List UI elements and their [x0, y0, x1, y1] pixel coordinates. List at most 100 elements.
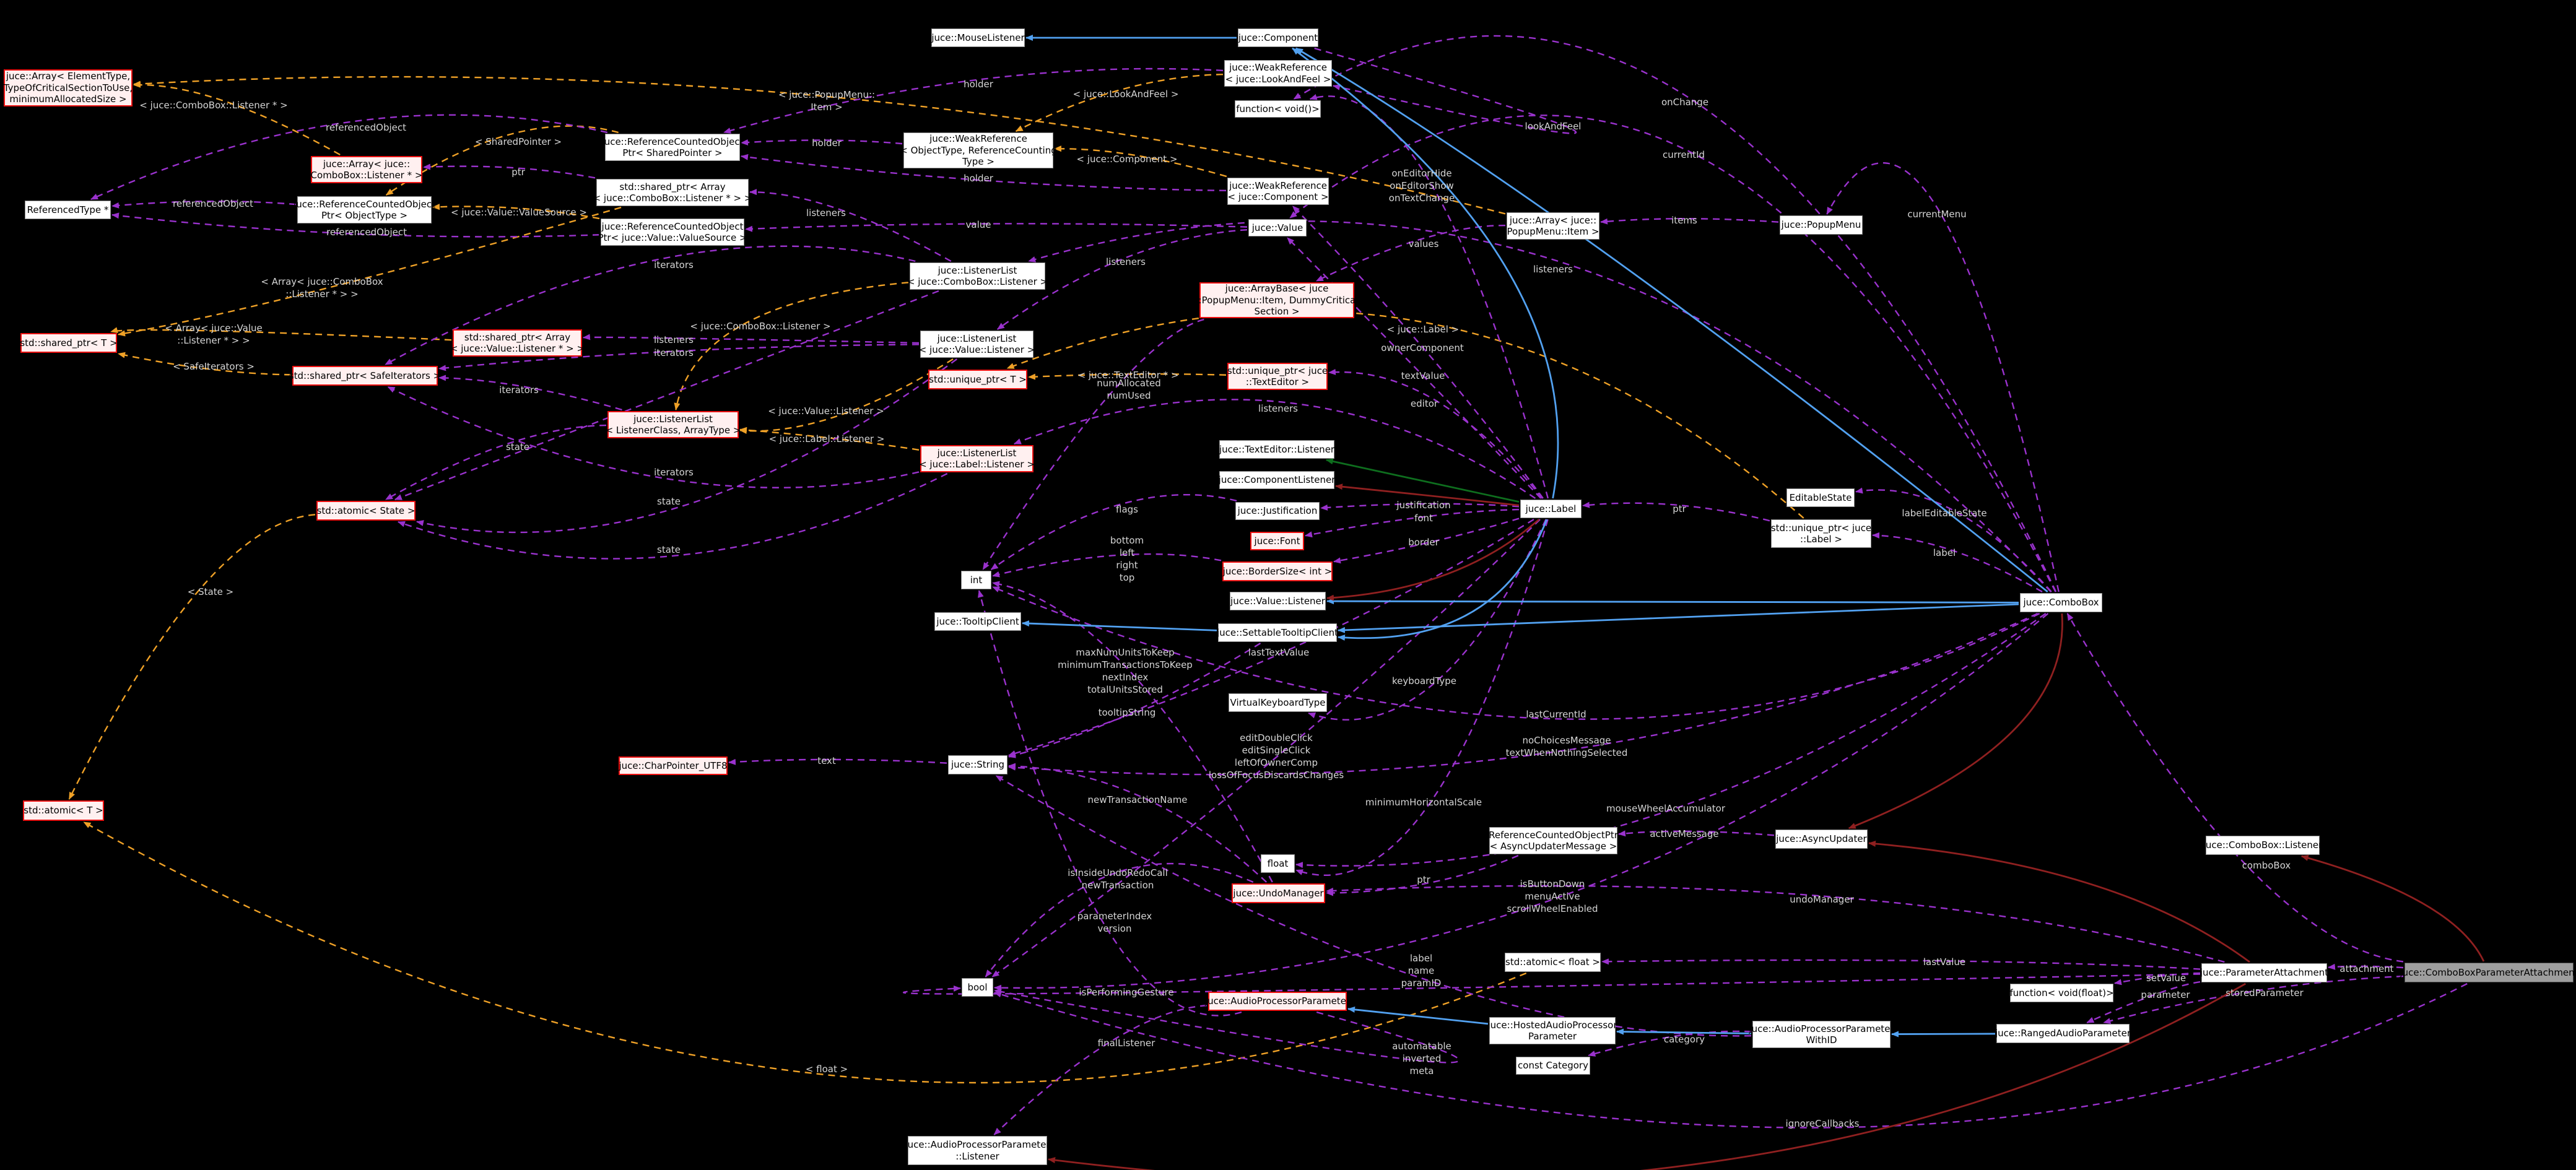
node-value[interactable]: juce::Value	[1248, 219, 1307, 236]
edge-wr-laf-to-wr-generic	[1015, 73, 1224, 132]
node-ll-cbl[interactable]: juce::ListenerList < juce::ComboBox::Lis…	[907, 262, 1048, 290]
edge-cbpa-to-ranged	[2103, 975, 2404, 1025]
edge-label-to-comp-listener	[1335, 483, 1520, 506]
node-ap-listener[interactable]: juce::AudioProcessorParameter ::Listener	[905, 1136, 1050, 1165]
edge-atomic-float-to-atomic-t	[83, 821, 1527, 1084]
node-undomanager[interactable]: juce::UndoManager	[1232, 883, 1325, 903]
node-sp-t[interactable]: std::shared_ptr< T >	[20, 333, 118, 353]
edge-ll-generic-to-sp-safeit	[438, 375, 622, 411]
node-asyncupdater[interactable]: juce::AsyncUpdater	[1775, 830, 1868, 849]
node-popupmenu[interactable]: juce::PopupMenu	[1780, 215, 1863, 235]
node-justification[interactable]: juce::Justification	[1235, 502, 1320, 520]
edge-arr-pmi-to-arr-elem	[133, 76, 1506, 215]
edge-value-to-rcop-vs	[745, 223, 1248, 232]
edge-label-to-justification	[1320, 503, 1520, 511]
node-arraybase[interactable]: juce::ArrayBase< juce ::PopupMenu::Item,…	[1195, 282, 1359, 318]
node-cb-listener[interactable]: juce::ComboBox::Listener	[2203, 836, 2322, 855]
node-sp-arr-vl[interactable]: std::shared_ptr< Array < juce::Value::Li…	[450, 329, 585, 357]
edge-combobox-to-asyncupdater	[1848, 613, 2063, 830]
node-cp-utf8[interactable]: juce::CharPointer_UTF8	[619, 756, 728, 775]
edge-cbpa-to-bool	[994, 982, 2468, 1129]
node-float[interactable]: float	[1261, 854, 1295, 873]
node-fn-void[interactable]: function< void()>	[1235, 100, 1321, 118]
node-mouselistener[interactable]: juce::MouseListener	[931, 28, 1025, 47]
node-ranged[interactable]: juce::RangedAudioParameter	[1995, 1024, 2131, 1043]
edge-label-to-settable	[1338, 519, 1548, 641]
edge-atomic-state-to-atomic-t	[68, 514, 316, 800]
node-arr-pmi[interactable]: juce::Array< juce:: PopupMenu::Item >	[1507, 212, 1599, 240]
node-bool[interactable]: bool	[962, 978, 993, 997]
node-settable[interactable]: juce::SettableTooltipClient	[1217, 623, 1338, 642]
node-label[interactable]: juce::Label	[1520, 500, 1582, 518]
node-string[interactable]: juce::String	[948, 755, 1007, 774]
node-te-listener[interactable]: juce::TextEditor::Listener	[1219, 440, 1334, 459]
node-wr-generic[interactable]: juce::WeakReference < ObjectType, Refere…	[900, 132, 1057, 168]
edge-withid-to-const-cat	[1588, 1030, 1752, 1057]
node-reftype[interactable]: ReferencedType *	[25, 201, 111, 219]
edge-combobox-to-float	[1295, 613, 2047, 869]
node-font[interactable]: juce::Font	[1250, 532, 1304, 550]
edge-wr-comp-to-rcop-shared	[741, 154, 1227, 192]
node-atomic-state[interactable]: std::atomic< State >	[316, 501, 416, 521]
edge-ll-cbl-to-sp-arr-cbl	[749, 189, 952, 262]
node-combobox[interactable]: juce::ComboBox	[2020, 593, 2102, 612]
node-tooltipclient[interactable]: juce::TooltipClient	[934, 612, 1021, 631]
node-ll-ll[interactable]: juce::ListenerList < juce::Label::Listen…	[919, 445, 1035, 472]
edge-sp-arr-cbl-to-sp-t	[118, 206, 622, 337]
edge-pattach-to-fn-float	[2114, 972, 2201, 986]
node-const-cat[interactable]: const Category	[1516, 1057, 1590, 1075]
node-value-listener[interactable]: juce::Value::Listener	[1230, 592, 1326, 610]
node-comp-listener[interactable]: juce::ComponentListener	[1219, 471, 1335, 489]
node-up-t[interactable]: std::unique_ptr< T >	[928, 370, 1027, 389]
edge-wr-generic-to-rcop-shared	[741, 139, 903, 145]
node-sp-safeit[interactable]: std::shared_ptr< SafeIterators >	[289, 366, 441, 386]
node-up-label[interactable]: std::unique_ptr< juce ::Label >	[1771, 519, 1871, 548]
node-atomic-t[interactable]: std::atomic< T >	[23, 800, 104, 821]
node-vkt[interactable]: VirtualKeyboardType	[1229, 693, 1327, 712]
node-ll-vl[interactable]: juce::ListenerList < juce::Value::Listen…	[919, 331, 1035, 358]
node-bordersize[interactable]: juce::BorderSize< int >	[1222, 561, 1333, 581]
node-editablestate[interactable]: EditableState	[1786, 488, 1855, 507]
node-withid[interactable]: juce::AudioProcessorParameter WithID	[1749, 1021, 1894, 1048]
node-up-te[interactable]: std::unique_ptr< juce ::TextEditor >	[1227, 363, 1328, 390]
edge-pattach-to-atomic-float	[1601, 958, 2201, 970]
edge-combobox-to-component	[1295, 47, 2048, 593]
edge-rcop-aum-to-undomanager	[1326, 854, 1519, 896]
node-component[interactable]: juce::Component	[1238, 28, 1318, 47]
edge-up-label-to-label	[1582, 501, 1770, 522]
node-sp-arr-cbl[interactable]: std::shared_ptr< Array < juce::ComboBox:…	[593, 179, 752, 206]
edge-label-to-value-listener	[1326, 518, 1540, 601]
node-atomic-float[interactable]: std::atomic< float >	[1505, 953, 1601, 972]
node-pattach[interactable]: juce::ParameterAttachment	[2200, 963, 2328, 982]
node-apparam[interactable]: juce::AudioProcessorParameter	[1205, 992, 1350, 1011]
node-int[interactable]: int	[961, 571, 991, 589]
node-rcop-vs[interactable]: juce::ReferenceCountedObject Ptr< juce::…	[598, 219, 747, 246]
edge-label-to-vkt	[1308, 519, 1547, 721]
edge-pattach-to-ranged	[2086, 981, 2201, 1024]
edge-ll-ll-to-ll-generic	[739, 427, 920, 451]
node-rcop-shared[interactable]: juce::ReferenceCountedObject Ptr< Shared…	[602, 134, 743, 161]
node-arr-cbl[interactable]: juce::Array< juce:: ComboBox::Listener *…	[311, 156, 422, 183]
edge-apparam-to-ap-listener	[993, 1005, 1208, 1135]
edge-combobox-to-fn-void	[1293, 35, 2057, 592]
node-wr-comp[interactable]: juce::WeakReference < juce::Component >	[1227, 178, 1329, 205]
node-arr-elem[interactable]: juce::Array< ElementType, TypeOfCritical…	[4, 69, 133, 106]
edge-label-to-ll-ll	[1013, 399, 1536, 499]
edge-bordersize-to-int	[992, 553, 1222, 578]
edge-wr-comp-to-wr-generic	[1054, 145, 1227, 178]
edge-sp-arr-cbl-to-arr-cbl	[423, 163, 596, 179]
edge-arr-cbl-to-arr-elem	[133, 81, 341, 156]
node-ll-generic[interactable]: juce::ListenerList < ListenerClass, Arra…	[606, 411, 741, 438]
edge-combobox-to-string	[1008, 612, 2039, 776]
edge-settable-to-string	[1008, 642, 1261, 758]
node-fn-float[interactable]: function< void(float)>	[2009, 984, 2114, 1002]
node-hosted[interactable]: juce::HostedAudioProcessor Parameter	[1487, 1017, 1617, 1044]
node-rcop-aum[interactable]: ReferenceCountedObjectPtr < AsyncUpdater…	[1489, 827, 1618, 854]
node-wr-laf[interactable]: juce::WeakReference < juce::LookAndFeel …	[1224, 60, 1332, 87]
node-rcop-obj[interactable]: juce::ReferenceCountedObject Ptr< Object…	[294, 196, 435, 223]
edge-label-to-te-listener	[1325, 458, 1520, 503]
edge-combobox-to-editablestate	[1855, 487, 2052, 592]
edge-hosted-to-apparam	[1347, 1006, 1489, 1025]
edge-apparam-to-int	[978, 590, 1242, 1016]
edge-ll-cbl-to-atomic-state	[394, 290, 939, 501]
